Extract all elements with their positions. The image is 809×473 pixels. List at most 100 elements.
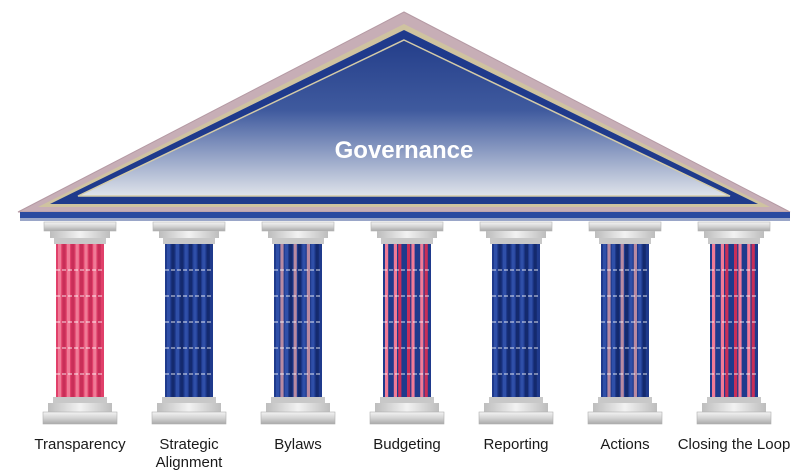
pillar-capital-mid [268,231,328,238]
pillar-base-neck [53,397,107,403]
pillar-flute [171,244,175,397]
pillar-base-plinth [369,411,445,425]
pillar-capital-top [588,221,662,232]
pillar [369,221,445,425]
pillar-capital-neck [708,238,760,244]
pillar-flute [533,244,537,397]
pillar-label-line1: Strategic [159,436,219,453]
pillar-flute [80,244,84,397]
pillar-base-mid [593,403,657,412]
pillar-label: Budgeting [342,436,472,454]
pillar-flute [751,244,755,397]
pillar-flute [58,244,62,397]
pillar-base-mid [266,403,330,412]
pillar-label: Transparency [15,436,145,454]
pillar-capital-top [479,221,553,232]
pillar-flute [729,244,733,397]
pillar-flute [520,244,524,397]
pillar-flute [306,244,310,397]
pillar-flute [502,244,506,397]
pillar-flute [298,244,302,397]
pillar-label-line1: Bylaws [274,436,322,453]
pillar-base-mid [48,403,112,412]
pillar-label-line1: Reporting [483,436,549,453]
pillar-label-line1: Closing the Loop [677,436,791,453]
pillar-flute [88,244,92,397]
pillar-label-line1: Actions [600,436,650,453]
pillar-capital-mid [595,231,655,238]
entablature-beam [20,212,790,218]
pillar-base-mid [157,403,221,412]
pillar-label: Reporting [451,436,581,454]
pillar-base-plinth [587,411,663,425]
pillar-flute [712,244,716,397]
pillar [478,221,554,425]
pillar [696,221,772,425]
pillar-capital-neck [381,238,433,244]
pillar-base-plinth [151,411,227,425]
pillar-flute [511,244,515,397]
pillar-flute [66,244,70,397]
pillar-flute [276,244,280,397]
pillar-flute [167,244,171,397]
pillar-base-plinth [260,411,336,425]
pillar-flute [93,244,97,397]
roof-inner-panel [77,39,731,197]
pillar-flute [529,244,533,397]
pillar-capital-neck [54,238,106,244]
pillar-label: Actions [560,436,690,454]
pillar-flute [189,244,193,397]
pillar-capital-top [43,221,117,232]
pillar-flute [180,244,184,397]
pillar-flute [607,244,611,397]
pillar-flute [424,244,428,397]
pillar-capital-neck [272,238,324,244]
pillar-base-mid [375,403,439,412]
pillar-capital-neck [599,238,651,244]
pillar-flute [411,244,415,397]
pillar-label-line2: Alignment [155,454,223,471]
pillar-capital-top [697,221,771,232]
pillar-flute [284,244,288,397]
pillar-flute [75,244,79,397]
pillar-base-neck [489,397,543,403]
pillar-base-mid [702,403,766,412]
pillar-flute [389,244,393,397]
pillar-flute [629,244,633,397]
pillar-capital-neck [490,238,542,244]
pillar-flute [293,244,297,397]
pillar-base-plinth [42,411,118,425]
pillar [151,221,227,425]
entablature-shadow [20,218,790,221]
roof-title: Governance [335,137,474,164]
pillar-label-line1: Budgeting [373,436,441,453]
pillar-flute [642,244,646,397]
pillar-flute [625,244,629,397]
pillar-flute [633,244,637,397]
pillars-group [42,221,772,425]
pillar-flute [725,244,729,397]
pillar-flute [184,244,188,397]
pillar-capital-top [261,221,335,232]
pillar-capital-mid [159,231,219,238]
pillar-flute [193,244,197,397]
pillar-label: Bylaws [233,436,363,454]
pillar-flute [742,244,746,397]
pillar-flute [84,244,88,397]
pillar-capital-mid [377,231,437,238]
pillar-flute [206,244,210,397]
pillar [260,221,336,425]
pillar-flute [407,244,411,397]
pillar-flute [616,244,620,397]
pillar-flute [311,244,315,397]
pillar-flute [402,244,406,397]
pillar-flute [393,244,397,397]
pillar-flute [289,244,293,397]
pillar-capital-neck [163,238,215,244]
pillar-flute [420,244,424,397]
pillar-flute [524,244,528,397]
pillar-base-neck [162,397,216,403]
pillar-base-mid [484,403,548,412]
pillar-capital-mid [50,231,110,238]
